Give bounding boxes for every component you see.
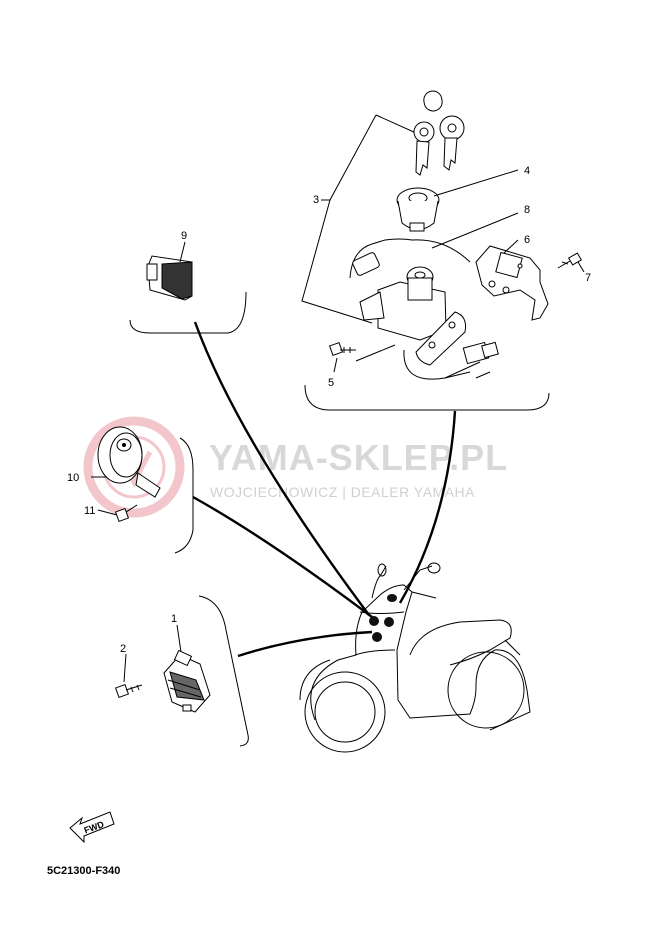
part-2-leader — [123, 653, 127, 683]
scooter-icon — [299, 562, 531, 753]
relay-icon — [146, 255, 193, 301]
watermark-title: YAMA-SKLEP.PL — [209, 437, 508, 478]
bolt-icon — [328, 341, 356, 357]
group-3-leader — [301, 114, 417, 324]
part-11-leader — [97, 509, 118, 516]
part-7-leader — [577, 261, 585, 273]
callout-2: 2 — [120, 643, 126, 655]
rectifier-icon — [163, 649, 211, 713]
lock-cover-icon — [396, 187, 440, 232]
bolt-icon — [557, 252, 583, 269]
callout-5: 5 — [328, 377, 334, 389]
horn-connector-line — [192, 495, 377, 621]
fwd-arrow-icon: FWD — [69, 811, 115, 844]
bolt-icon — [114, 683, 143, 699]
seat-lock-bracket-icon — [475, 245, 549, 321]
callout-9: 9 — [181, 230, 187, 242]
callout-4: 4 — [524, 165, 530, 177]
part-8-leader — [431, 212, 519, 249]
callout-8: 8 — [524, 204, 530, 216]
callout-10: 10 — [67, 472, 79, 484]
part-9-leader — [179, 241, 186, 263]
part-4-leader — [433, 169, 519, 197]
part-1-leader — [176, 624, 182, 653]
part-5-leader-b — [355, 344, 396, 362]
rectifier-connector-line — [237, 630, 373, 658]
relay-connector-line — [193, 321, 370, 616]
main-switch-icon — [349, 238, 499, 380]
callout-11: 11 — [84, 505, 95, 517]
diagram-code: 5C21300-F340 — [47, 865, 120, 877]
callout-7: 7 — [585, 272, 591, 284]
horn-icon — [97, 426, 161, 498]
callout-3: 3 — [313, 194, 319, 206]
bolt-icon — [114, 504, 138, 523]
callout-6: 6 — [524, 234, 530, 246]
keys-icon — [413, 90, 465, 176]
rectifier-group-bracket — [198, 595, 249, 747]
watermark-subtitle: WOJCIECHOWICZ | DEALER YAMAHA — [210, 484, 475, 500]
part-6-leader — [503, 239, 519, 254]
switch-connector-line — [398, 410, 457, 604]
part-5-leader — [333, 357, 338, 373]
horn-group-bracket — [174, 437, 194, 554]
relay-group-bracket — [129, 291, 247, 334]
callout-1: 1 — [171, 613, 177, 625]
main-switch-group-bracket — [304, 384, 550, 411]
